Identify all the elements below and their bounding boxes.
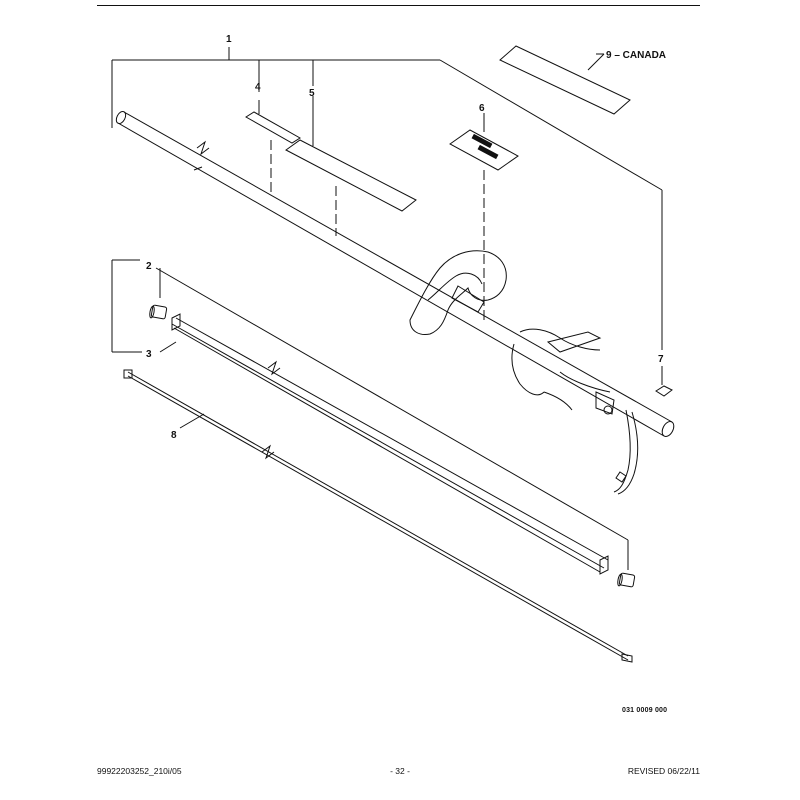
callout-2-3-bracket [111, 259, 629, 570]
footer-revision-date: REVISED 06/22/11 [627, 766, 700, 776]
top-rule [97, 5, 700, 6]
callout-5: 5 [309, 88, 315, 99]
bushing-top [149, 304, 168, 320]
callout-1-bracket [111, 47, 663, 350]
label-7 [655, 366, 673, 397]
liner-3 [171, 313, 609, 575]
callout-4: 4 [255, 82, 261, 93]
decal-6 [449, 113, 519, 320]
drawing-number: 031 0009 000 [622, 707, 668, 714]
drive-tube [115, 110, 675, 437]
decal-9-canada [499, 45, 631, 115]
decal-4 [245, 100, 301, 196]
callout-6: 6 [479, 103, 485, 114]
callout-8: 8 [171, 430, 177, 441]
callout-3: 3 [146, 349, 152, 360]
footer-page-number: - 32 - [390, 766, 410, 776]
footer-document-id: 99922203252_210i/05 [97, 766, 182, 776]
decal-5 [285, 96, 417, 236]
callout-2: 2 [146, 261, 152, 272]
bushing-bottom [617, 572, 636, 588]
callout-1: 1 [226, 34, 232, 45]
callout-7: 7 [658, 354, 664, 365]
callout-9: 9 – CANADA [606, 50, 666, 61]
handle-assembly [409, 250, 639, 495]
drive-cable-8 [123, 369, 633, 663]
